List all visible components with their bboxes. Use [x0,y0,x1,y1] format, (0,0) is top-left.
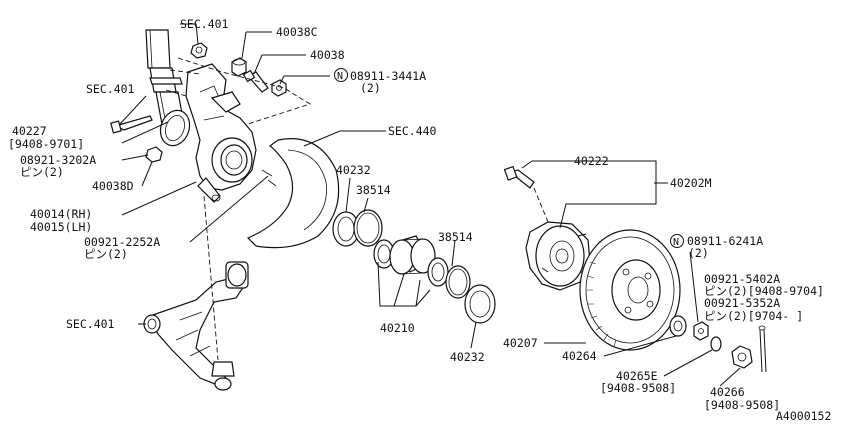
dust-shield [246,138,340,249]
label-sec401-bottom: SEC.401 [66,317,115,331]
leader-lines [119,23,741,387]
brake-rotor [579,229,681,351]
label-sec440: SEC.440 [388,124,437,138]
top-nut [190,42,208,59]
snap-ring [159,109,191,147]
label-40265E-range: [9408-9508] [600,381,676,395]
label-00921-5402A: 00921-5402A [704,272,780,286]
castle-nut-40266 [731,345,753,369]
n-marker-letter: N [337,71,343,82]
label-40210: 40210 [380,321,415,335]
label-38514-a: 38514 [356,183,391,197]
label-00921-5352A: 00921-5352A [704,296,780,310]
bearing-40210 [373,235,449,287]
seal-40232-outer [464,284,496,324]
label-38514-b: 38514 [438,230,473,244]
lower-control-arm [143,261,249,391]
steering-knuckle [185,63,257,203]
label-40207: 40207 [503,336,538,350]
ball-joint [211,361,235,391]
nut-08911-3441A [271,79,287,97]
n-marker-6241A: N [670,234,684,248]
label-40202M: 40202M [670,176,712,190]
label-40265E: 40265E [616,369,658,383]
label-40038C: 40038C [276,25,318,39]
label-00921-2252A-pin: ピン(2) [84,247,128,261]
hub-bolt-40222 [503,165,535,189]
n-marker-letter: N [673,237,679,248]
label-sec401-left: SEC.401 [86,82,135,96]
knuckle-bolt [110,115,153,134]
label-08911-3441A-qty: (2) [360,81,381,95]
snap-ring-38514-b [445,265,471,299]
label-08911-3441A: 08911-3441A [350,69,426,83]
bolt-40038 [242,69,269,93]
label-40015: 40015(LH) [30,220,92,234]
nut-40038D [145,146,163,163]
label-40227: 40227 [12,124,47,138]
label-40266: 40266 [710,385,745,399]
label-sec401-top: SEC.401 [180,17,229,31]
label-40266-range: [9408-9508] [704,398,780,412]
washer-40265E [710,336,722,352]
label-00921-5402A-pin: ピン(2)[9408-9704] [704,284,824,298]
nut-40264 [669,315,687,337]
label-40227-range: [9408-9701] [8,137,84,151]
label-08911-6241A-qty: (2) [688,246,709,260]
figure-id: A4000152 [776,409,831,423]
label-40038: 40038 [310,48,345,62]
label-08921-3202A-pin: ピン(2) [20,165,64,179]
n-marker-3441A: N [334,68,348,82]
label-40232-bottom: 40232 [450,350,485,364]
nut-40038C [231,57,247,77]
label-40232-top: 40232 [336,163,371,177]
label-40264: 40264 [562,349,597,363]
label-00921-5352A-pin: ピン(2)[9704- ] [704,309,803,323]
snap-ring-38514-a [353,209,383,247]
label-08911-6241A: 08911-6241A [687,234,763,248]
nut-08911-6241A [693,321,709,341]
label-00921-2252A: 00921-2252A [84,235,160,249]
label-40038D: 40038D [92,179,134,193]
label-40222: 40222 [574,154,609,168]
cotter-pin [758,325,767,373]
label-40014: 40014(RH) [30,207,92,221]
label-08921-3202A: 08921-3202A [20,153,96,167]
